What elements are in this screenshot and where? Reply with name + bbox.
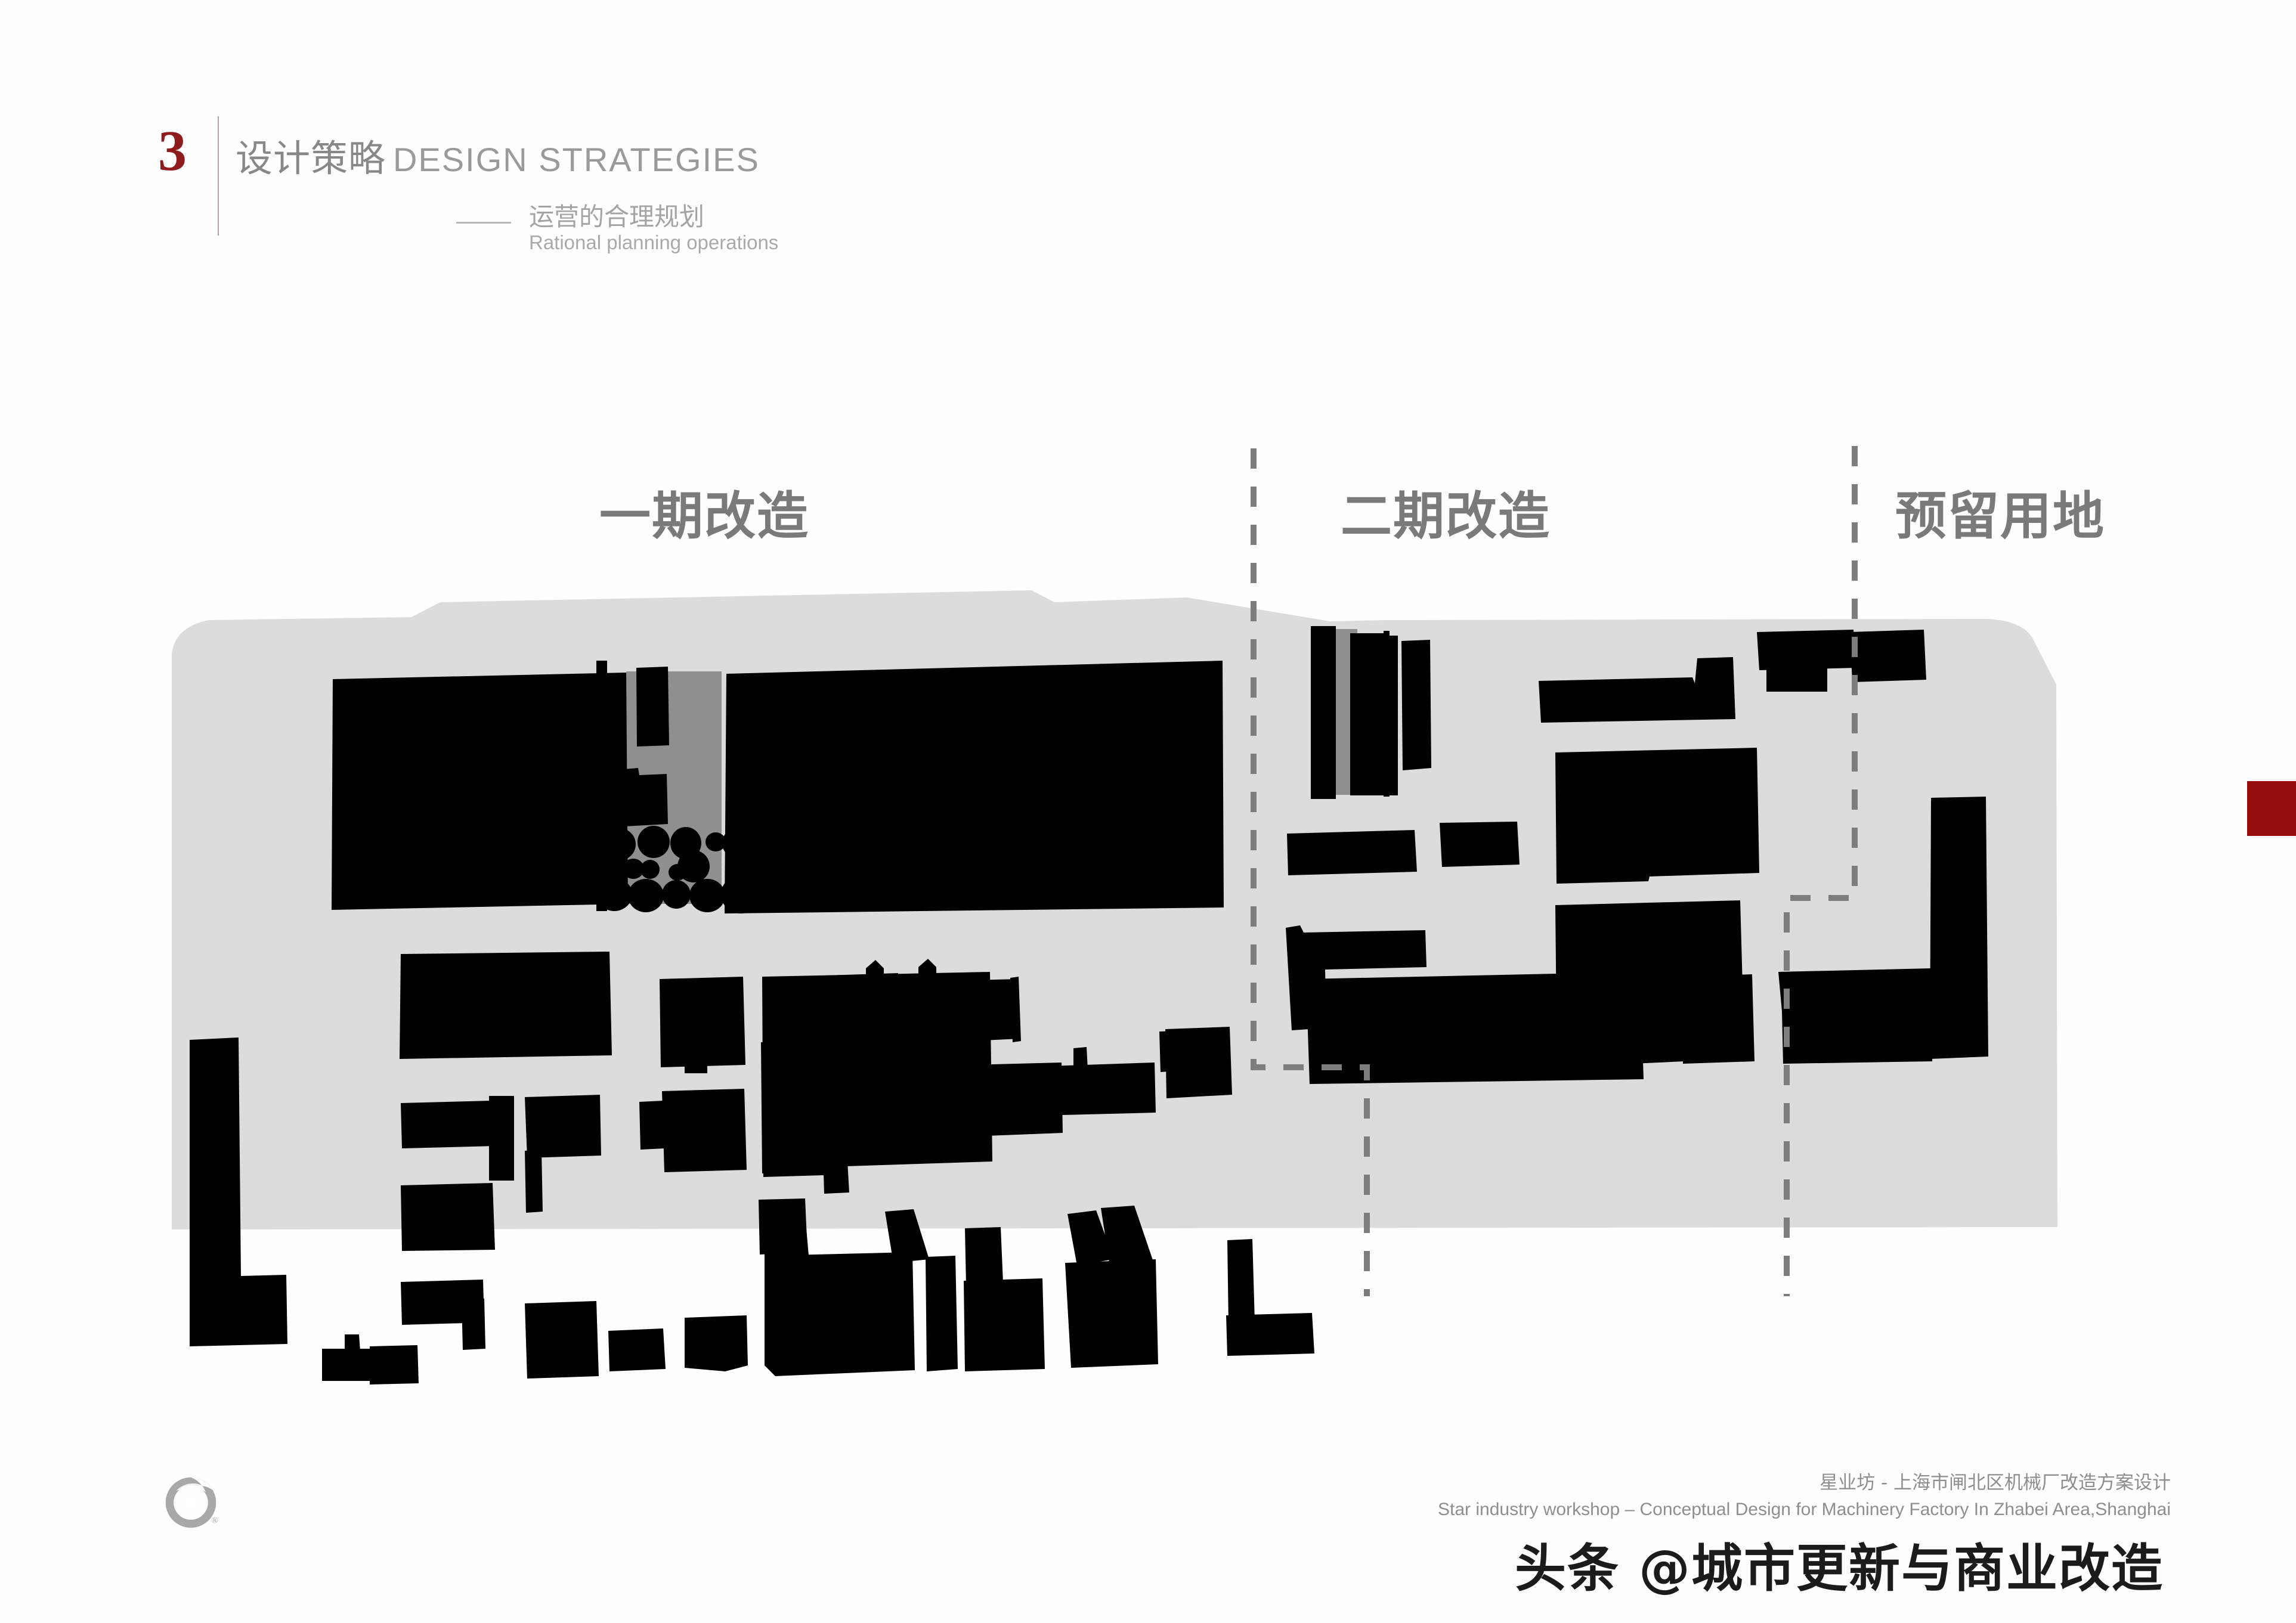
- watermark-text: 头条 @城市更新与商业改造: [1515, 1539, 2164, 1599]
- page-subtitle-en: Rational planning operations: [529, 231, 779, 253]
- svg-text:®: ®: [212, 1516, 218, 1526]
- reserved-land-buildings: [1632, 630, 1988, 1064]
- section-number: 3: [158, 119, 187, 182]
- tank-silo-cluster: [596, 826, 782, 913]
- phase1-east-bar-buildings: [970, 977, 1232, 1136]
- phase1-angled-south-buildings: [765, 1206, 1314, 1376]
- footer-project-cn: 星业坊 - 上海市闸北区机械厂改造方案设计: [1820, 1472, 2171, 1494]
- footer-credits: 星业坊 - 上海市闸北区机械厂改造方案设计 Star industry work…: [1187, 1470, 2171, 1523]
- phase1-west-L-building: [190, 1037, 287, 1346]
- phase-label-2: 二期改造: [1341, 487, 1551, 546]
- phase2-south-long-hall: [1306, 972, 1644, 1084]
- divider-phase1-phase2: [1251, 448, 1370, 1296]
- header-vertical-rule: [218, 116, 219, 236]
- red-edge-tab: [2247, 781, 2296, 836]
- footer-project-en: Star industry workshop – Conceptual Desi…: [1438, 1500, 2171, 1519]
- phase1-major-buildings: [332, 661, 1224, 913]
- phase2-north-buildings: [1311, 626, 1431, 799]
- page-subtitle-cn: 运营的合理规划: [529, 202, 705, 231]
- company-logo: ®: [165, 1477, 218, 1528]
- phase1-central-hall: [762, 959, 992, 1177]
- phase1-southwest-small-buildings: [322, 1334, 419, 1384]
- phase1-south-buildings-row-b: [401, 1095, 806, 1379]
- page-title-cn: 设计策略: [236, 137, 386, 180]
- page-title-en: DESIGN STRATEGIES: [393, 141, 760, 178]
- phase-label-3: 预留用地: [1895, 487, 2105, 546]
- phase-divider-lines: [1251, 446, 1858, 1296]
- phase-label-1: 一期改造: [599, 487, 809, 546]
- subtitle-dash-rule: [456, 222, 511, 224]
